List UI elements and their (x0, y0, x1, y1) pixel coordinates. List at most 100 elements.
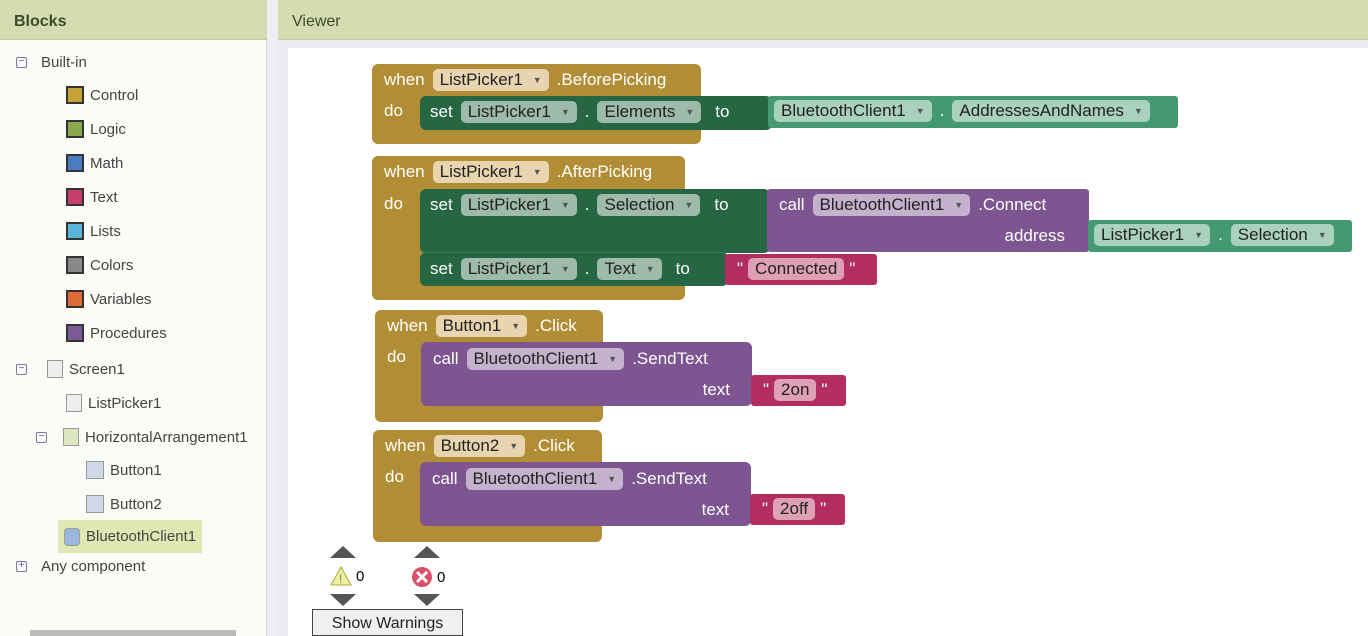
blocks-header: Blocks (0, 0, 267, 40)
property-dropdown[interactable]: Selection▼ (597, 194, 701, 216)
component-dropdown[interactable]: ListPicker1▼ (432, 161, 549, 183)
property-dropdown[interactable]: Selection▼ (1230, 224, 1334, 246)
value: 2off (780, 499, 809, 518)
component-dropdown[interactable]: Button2▼ (433, 435, 526, 457)
text-field[interactable]: 2on (774, 379, 817, 401)
tree-category-math[interactable]: Math (66, 154, 123, 172)
value: Button2 (440, 436, 500, 455)
tree-button2[interactable]: Button2 (86, 495, 162, 513)
kw-when: when (387, 316, 428, 335)
component-dropdown[interactable]: ListPicker1▼ (460, 194, 577, 216)
dropdown-arrow-icon: ▼ (532, 75, 542, 85)
collapse-icon[interactable]: − (16, 363, 27, 375)
button-icon (86, 495, 104, 513)
error-next-arrow-icon[interactable] (414, 594, 440, 606)
dropdown-arrow-icon: ▼ (560, 107, 570, 117)
kw-call: call (779, 195, 805, 214)
tree-category-procedures[interactable]: Procedures (66, 324, 167, 342)
kw-to: to (714, 195, 729, 214)
kw-set: set (430, 259, 453, 278)
tree-any-component[interactable]: +Any component (16, 558, 145, 575)
tree-category-control[interactable]: Control (66, 86, 138, 104)
value: Text (604, 259, 636, 278)
kw-when: when (385, 436, 426, 455)
error-icon (412, 567, 432, 587)
warning-prev-arrow-icon[interactable] (330, 546, 356, 558)
value: ListPicker1 (1101, 225, 1185, 244)
tree-category-colors[interactable]: Colors (66, 256, 133, 274)
property-dropdown[interactable]: Elements▼ (597, 101, 702, 123)
arg-label-address: address (1004, 226, 1065, 245)
splitter[interactable] (267, 0, 278, 636)
bluetooth-icon (64, 527, 80, 546)
dot: . (584, 102, 590, 121)
text-block-2off[interactable]: "2off" (750, 494, 845, 525)
dot: . (1218, 225, 1223, 244)
dropdown-arrow-icon: ▼ (608, 354, 618, 364)
property-dropdown[interactable]: Text▼ (597, 258, 662, 280)
expand-icon[interactable]: + (16, 561, 27, 572)
tree-button1[interactable]: Button1 (86, 461, 162, 479)
label: Screen1 (69, 360, 125, 378)
label: ListPicker1 (88, 394, 162, 412)
component-dropdown[interactable]: ListPicker1 ▼ (432, 69, 549, 91)
getter-block-addressesandnames[interactable]: BluetoothClient1▼.AddressesAndNames▼ (768, 96, 1178, 128)
quote: " (763, 380, 770, 399)
warning-next-arrow-icon[interactable] (330, 594, 356, 606)
component-dropdown[interactable]: BluetoothClient1▼ (465, 468, 624, 490)
viewer-header: Viewer (278, 0, 1368, 40)
component-dropdown[interactable]: ListPicker1▼ (460, 101, 577, 123)
kw-set: set (430, 195, 453, 214)
text-field[interactable]: Connected (748, 258, 845, 280)
tree-category-variables[interactable]: Variables (66, 290, 151, 308)
text-block-connected[interactable]: "Connected" (725, 254, 877, 285)
tree-category-logic[interactable]: Logic (66, 120, 126, 138)
text-block-2on[interactable]: "2on" (751, 375, 846, 406)
tree-category-text[interactable]: Text (66, 188, 118, 206)
tree-bluetoothclient1[interactable]: BluetoothClient1 (58, 520, 203, 553)
component-dropdown[interactable]: Button1▼ (435, 315, 528, 337)
getter-block-selection[interactable]: ListPicker1 ▼. Selection▼ (1088, 220, 1352, 252)
component-dropdown[interactable]: ListPicker1▼ (460, 258, 577, 280)
component-dropdown[interactable]: BluetoothClient1▼ (812, 194, 971, 216)
component-dropdown[interactable]: BluetoothClient1 ▼ (466, 348, 625, 370)
value: Selection (1237, 225, 1308, 244)
label: Colors (90, 256, 134, 274)
tree-listpicker1[interactable]: ListPicker1 (66, 394, 161, 412)
collapse-icon[interactable]: − (16, 57, 27, 68)
warning-counter: ! 0 (330, 566, 364, 586)
category-color-icon (66, 256, 84, 274)
value: BluetoothClient1 (473, 349, 599, 368)
kw-do: do (384, 101, 403, 120)
text-field[interactable]: 2off (773, 498, 816, 520)
component-dropdown[interactable]: BluetoothClient1▼ (774, 100, 932, 122)
label: Text (90, 188, 118, 206)
dropdown-arrow-icon: ▼ (1194, 230, 1204, 240)
value: ListPicker1 (439, 70, 523, 89)
tree-category-lists[interactable]: Lists (66, 222, 121, 240)
horizontal-scrollbar[interactable] (30, 630, 236, 636)
category-color-icon (66, 290, 84, 308)
collapse-icon[interactable]: − (36, 431, 47, 443)
arg-label-text: text (701, 500, 729, 519)
show-warnings-button[interactable]: Show Warnings (312, 609, 463, 636)
tree-screen1[interactable]: − Screen1 (16, 360, 125, 378)
kw-to: to (715, 102, 730, 121)
component-dropdown[interactable]: ListPicker1 ▼ (1094, 224, 1211, 246)
tree-horizontalarrangement1[interactable]: −HorizontalArrangement1 (36, 428, 248, 446)
event-name: .Click (535, 316, 577, 335)
label: Procedures (90, 324, 167, 342)
dropdown-arrow-icon: ▼ (1133, 106, 1143, 116)
tree-builtin[interactable]: −Built-in (16, 54, 87, 71)
value: AddressesAndNames (959, 101, 1124, 120)
error-prev-arrow-icon[interactable] (414, 546, 440, 558)
dot: . (584, 259, 590, 278)
property-dropdown[interactable]: AddressesAndNames ▼ (952, 100, 1150, 122)
